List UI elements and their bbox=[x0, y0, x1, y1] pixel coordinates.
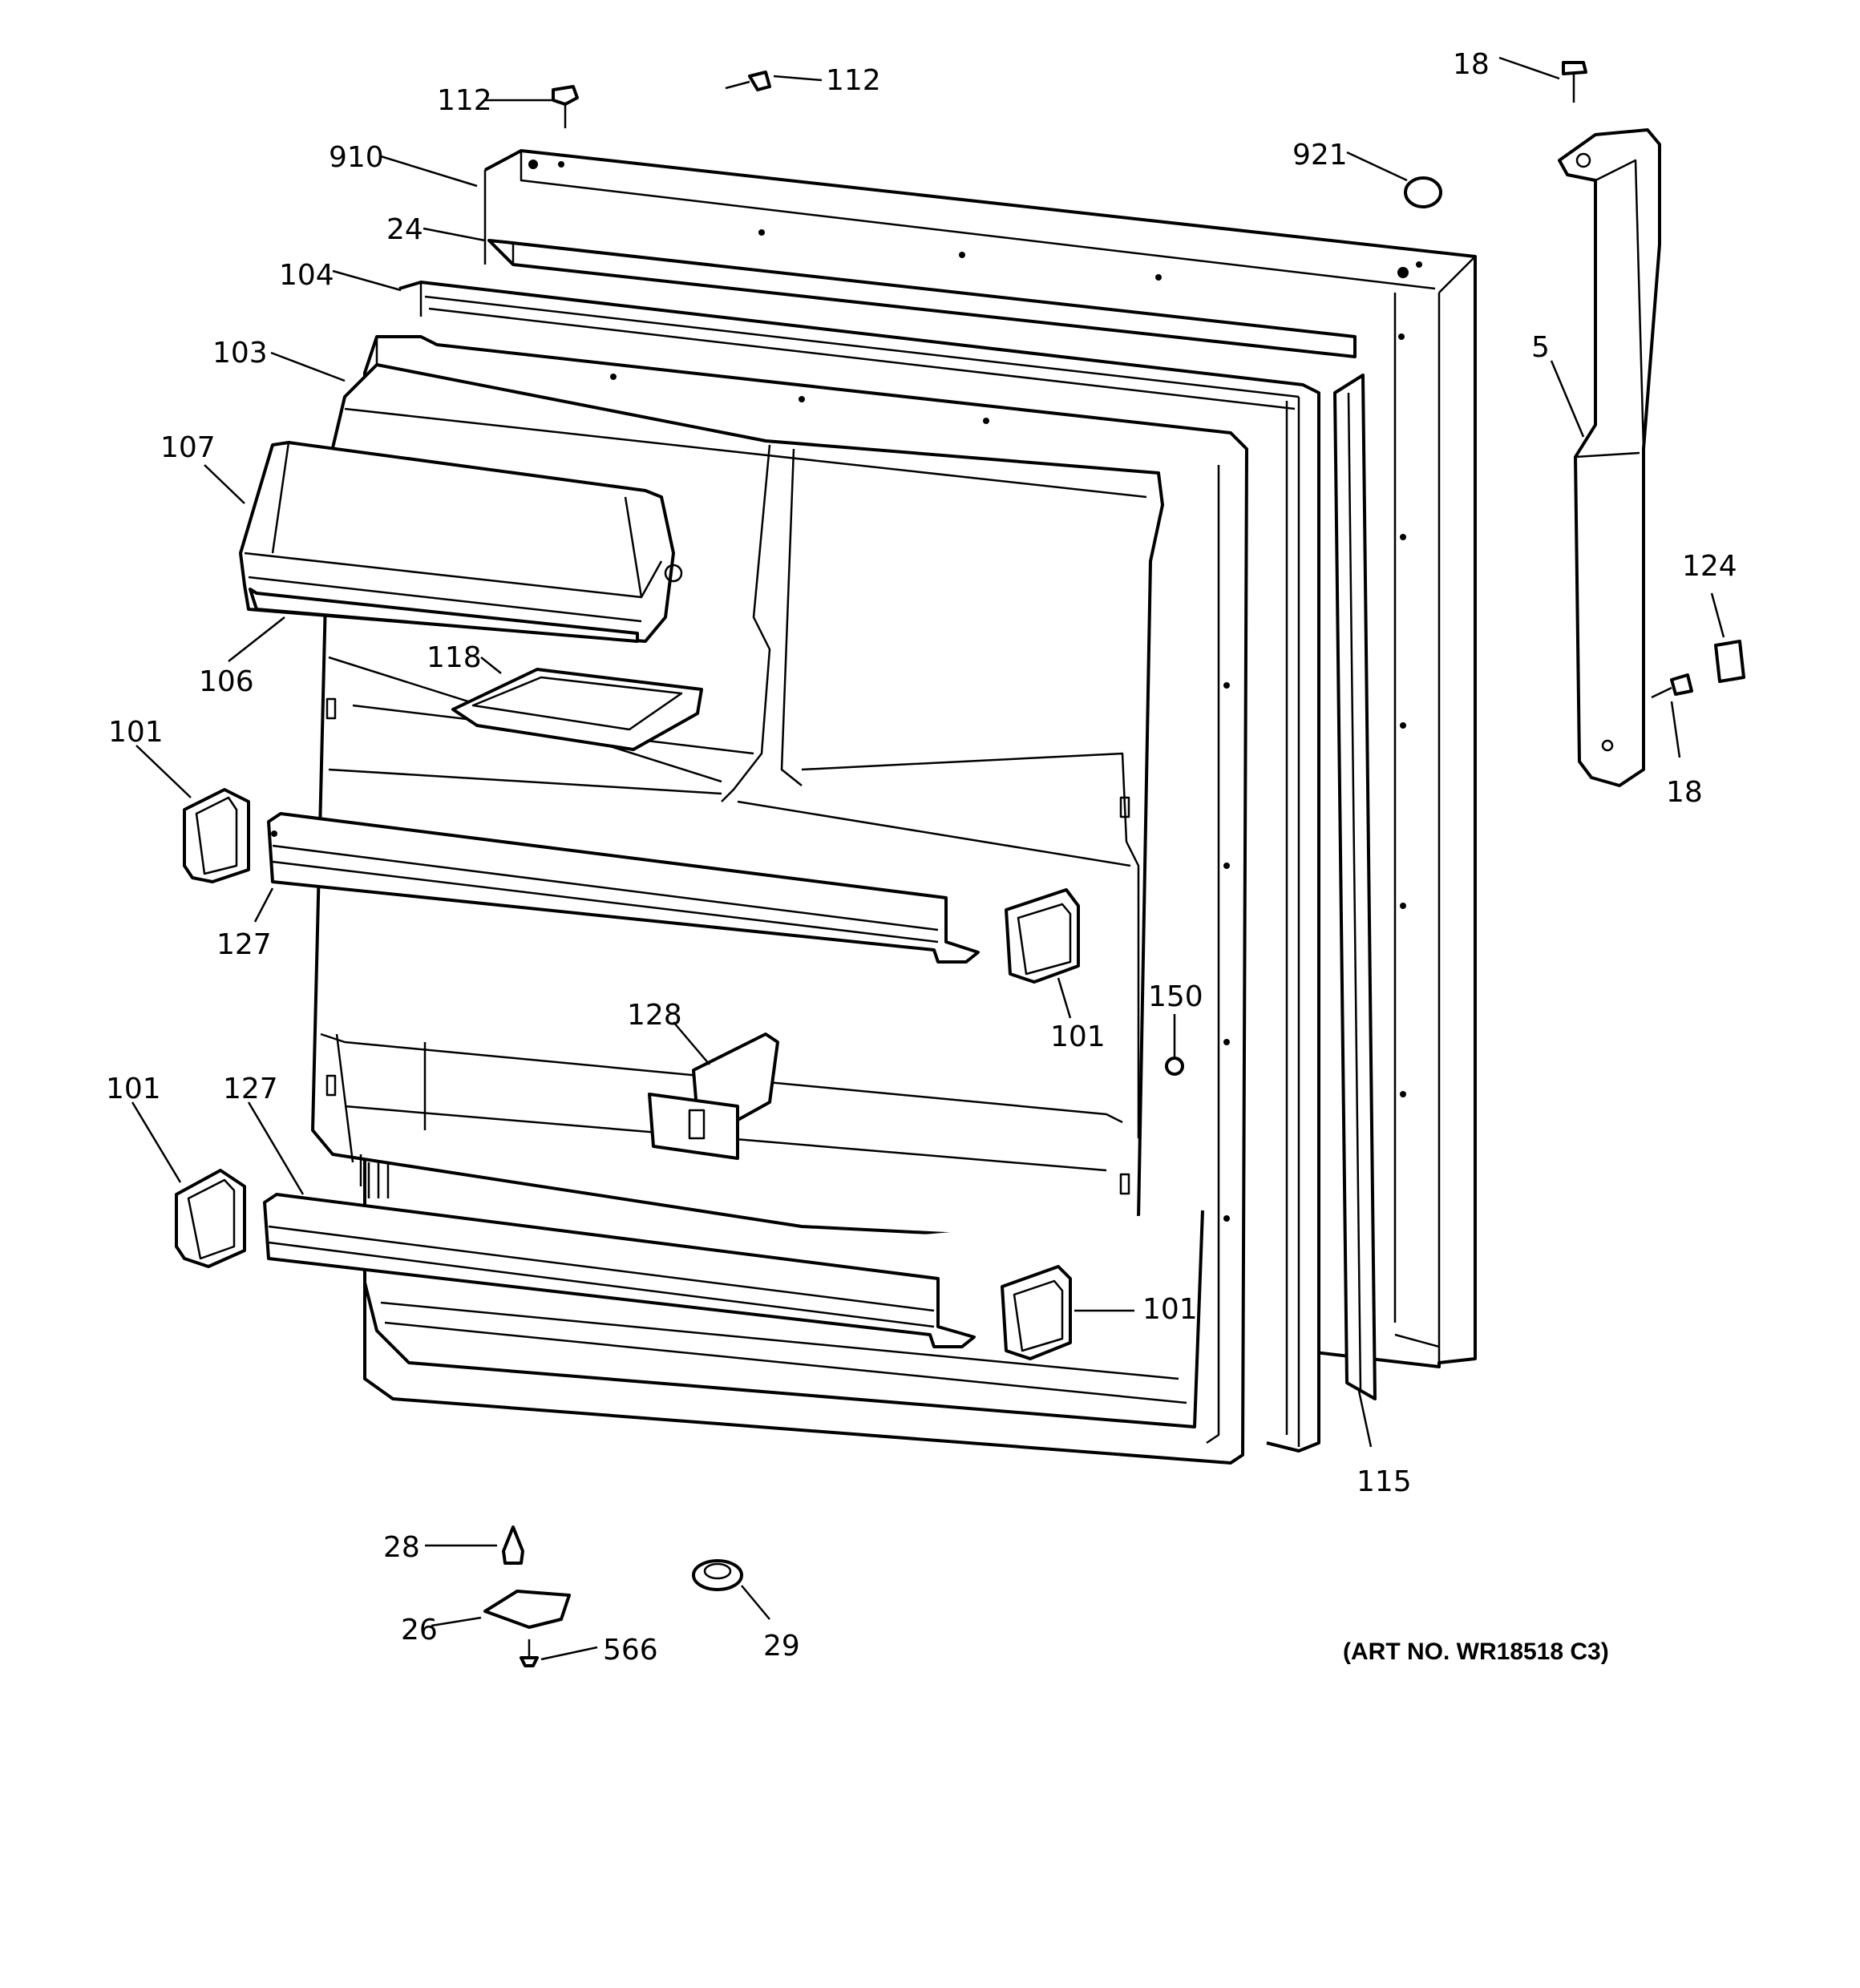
callout-103: 103 bbox=[212, 337, 268, 370]
part-29-grommet bbox=[692, 1559, 743, 1591]
part-112-screw-a bbox=[552, 85, 579, 128]
part-124-clip bbox=[1714, 640, 1745, 683]
part-107-dairy-door bbox=[239, 441, 683, 643]
part-921-plug bbox=[1404, 176, 1442, 208]
part-5-handle bbox=[1558, 128, 1661, 787]
callout-18: 18 bbox=[1453, 48, 1490, 81]
callout-106: 106 bbox=[199, 665, 254, 698]
part-28-pin bbox=[502, 1525, 524, 1565]
callout-26: 26 bbox=[401, 1614, 438, 1647]
part-101-end-cap-d bbox=[1001, 1265, 1072, 1360]
callout-127: 127 bbox=[216, 928, 272, 961]
callout-28: 28 bbox=[383, 1531, 420, 1564]
callout-150: 150 bbox=[1148, 980, 1203, 1013]
callout-5: 5 bbox=[1531, 331, 1550, 364]
part-127-shelf-rail-lower bbox=[263, 1193, 976, 1348]
callout-101: 101 bbox=[108, 716, 164, 749]
part-101-end-cap-c bbox=[175, 1169, 246, 1268]
part-566-screw bbox=[520, 1639, 539, 1667]
callout-921: 921 bbox=[1292, 139, 1348, 172]
callout-107: 107 bbox=[160, 431, 216, 464]
part-127-shelf-rail-upper bbox=[267, 812, 980, 964]
part-115-gasket bbox=[1333, 374, 1377, 1400]
callout-127: 127 bbox=[223, 1073, 278, 1105]
part-128-bracket bbox=[648, 1032, 779, 1160]
callout-104: 104 bbox=[279, 259, 334, 292]
callout-labels: 112 112 18 910 921 24 104 103 5 107 124 … bbox=[106, 48, 1737, 1667]
callout-101: 101 bbox=[1050, 1020, 1106, 1053]
part-18-screw-b bbox=[1651, 673, 1693, 699]
callout-101: 101 bbox=[1142, 1293, 1198, 1326]
callout-101: 101 bbox=[106, 1073, 161, 1105]
part-106-dairy-strip bbox=[249, 588, 639, 643]
part-112-screw-b bbox=[725, 71, 771, 91]
callout-118: 118 bbox=[427, 641, 482, 674]
part-118-tray bbox=[451, 668, 703, 751]
callout-128: 128 bbox=[627, 999, 682, 1032]
part-101-end-cap-a bbox=[183, 788, 250, 883]
art-number: (ART NO. WR18518 C3) bbox=[1343, 1638, 1609, 1665]
callout-910: 910 bbox=[329, 141, 384, 174]
callout-115: 115 bbox=[1357, 1465, 1412, 1498]
callout-24: 24 bbox=[386, 213, 423, 246]
leader-lines bbox=[131, 56, 1725, 1661]
callout-112: 112 bbox=[826, 64, 881, 97]
part-150-screw bbox=[1165, 1057, 1184, 1076]
part-18-screw-a bbox=[1562, 61, 1587, 103]
callout-566: 566 bbox=[603, 1634, 658, 1667]
callout-29: 29 bbox=[763, 1630, 800, 1663]
part-101-end-cap-b bbox=[1005, 888, 1080, 984]
callout-18: 18 bbox=[1666, 776, 1703, 809]
part-26-hinge-plate bbox=[483, 1590, 571, 1629]
part-24-strip bbox=[487, 239, 1357, 358]
callout-112: 112 bbox=[437, 84, 492, 117]
callout-124: 124 bbox=[1682, 550, 1737, 583]
